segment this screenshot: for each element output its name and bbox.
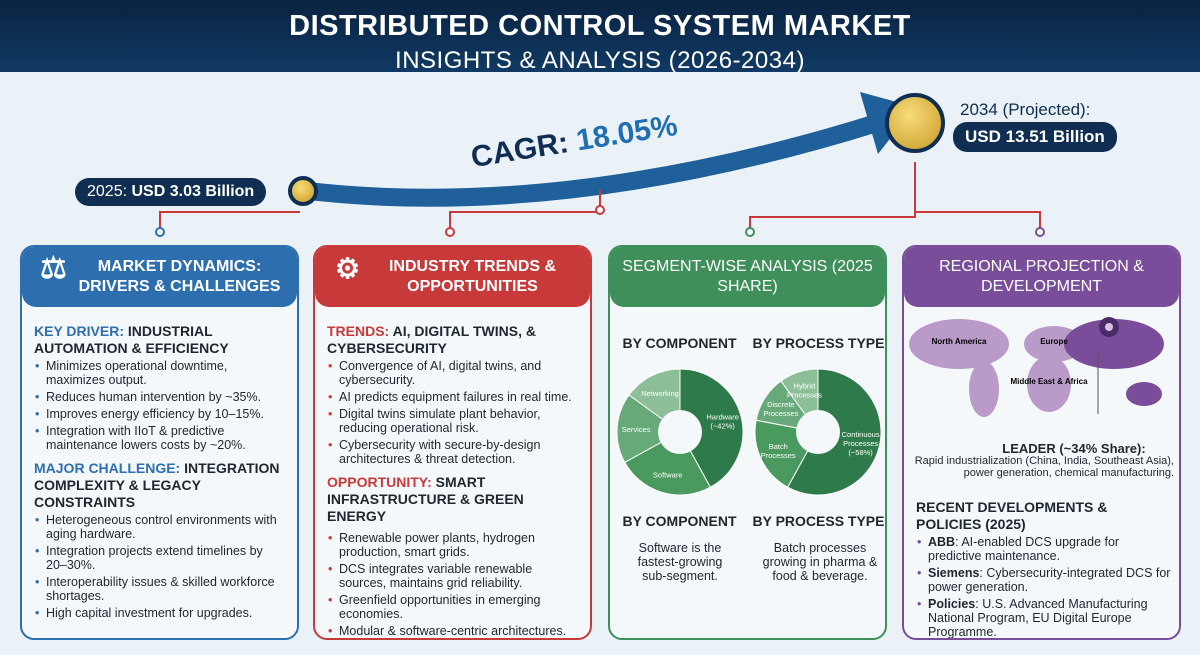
factory-icon	[796, 410, 840, 454]
industry-trends-card: ⚙INDUSTRY TRENDS & OPPORTUNITIES TRENDS:…	[313, 245, 592, 640]
process-heading: BY PROCESS TYPE	[752, 335, 885, 351]
coin-icon	[885, 93, 945, 153]
pie-slice	[616, 394, 681, 464]
connector-dot	[595, 205, 605, 215]
connector-lines	[159, 162, 1041, 232]
header-banner: DISTRIBUTED CONTROL SYSTEM MARKET INSIGH…	[0, 0, 1200, 74]
challenge-list: Heterogeneous control environments with …	[34, 513, 285, 620]
map-label: Middle East & Africa	[1010, 377, 1088, 386]
page-title: DISTRIBUTED CONTROL SYSTEM MARKET	[289, 10, 911, 42]
developments: RECENT DEVELOPMENTS & POLICIES (2025) AB…	[916, 493, 1176, 638]
process-note: Batch processes growing in pharma & food…	[762, 541, 878, 583]
opportunity-list: Renewable power plants, hydrogen product…	[327, 531, 578, 638]
brain-gear-icon: ⚙	[335, 253, 361, 284]
pie-label: Networking	[641, 389, 679, 398]
card-header: ⚖MARKET DYNAMICS: DRIVERS & CHALLENGES	[22, 247, 297, 307]
component-heading-2: BY COMPONENT	[622, 513, 737, 529]
scale-icon: ⚖	[40, 252, 67, 285]
segment-analysis-card: SEGMENT-WISE ANALYSIS (2025 SHARE) BY CO…	[608, 245, 887, 640]
connector-dot	[745, 227, 755, 237]
pie-charts: Hardware(~42%) Software Services Networking…	[616, 368, 882, 496]
card-header: ⚙INDUSTRY TRENDS & OPPORTUNITIES	[315, 247, 590, 307]
pie-slice	[624, 431, 712, 496]
map-label: Europe	[1040, 337, 1068, 346]
card-header: SEGMENT-WISE ANALYSIS (2025 SHARE)	[610, 247, 885, 307]
connector-dot	[1035, 227, 1045, 237]
pie-label: Hardware(~42%)	[706, 413, 739, 431]
pie-label: Services	[622, 425, 651, 434]
world-map: North America Europe Middle East & Afric…	[909, 317, 1164, 417]
gamepad-icon	[658, 410, 702, 454]
connector-dot	[155, 227, 165, 237]
component-heading: BY COMPONENT	[622, 335, 737, 351]
coin-icon	[288, 176, 318, 206]
leader-note: LEADER (~34% Share):Rapid industrializat…	[914, 441, 1174, 479]
market-dynamics-card: ⚖MARKET DYNAMICS: DRIVERS & CHALLENGES K…	[20, 245, 299, 640]
pie-slice	[679, 368, 744, 488]
regional-card: REGIONAL PROJECTION & DEVELOPMENT North …	[902, 245, 1181, 640]
page-subtitle: INSIGHTS & ANALYSIS (2026-2034)	[395, 47, 805, 74]
growth-arrow	[159, 92, 1041, 232]
card-header: REGIONAL PROJECTION & DEVELOPMENT	[904, 247, 1179, 307]
pie-label: Software	[653, 470, 683, 479]
driver-list: Minimizes operational downtime, maximize…	[34, 359, 285, 452]
end-value-pill: USD 13.51 Billion	[953, 122, 1117, 152]
trend-list: Convergence of AI, digital twins, and cy…	[327, 359, 578, 466]
component-note: Software is the fastest-growing sub-segm…	[637, 541, 723, 583]
start-value-pill: 2025: USD 3.03 Billion	[75, 178, 267, 206]
map-label: North America	[932, 337, 987, 346]
end-year-label: 2034 (Projected):	[960, 100, 1091, 119]
connector-dot	[445, 227, 455, 237]
process-heading-2: BY PROCESS TYPE	[752, 513, 885, 529]
